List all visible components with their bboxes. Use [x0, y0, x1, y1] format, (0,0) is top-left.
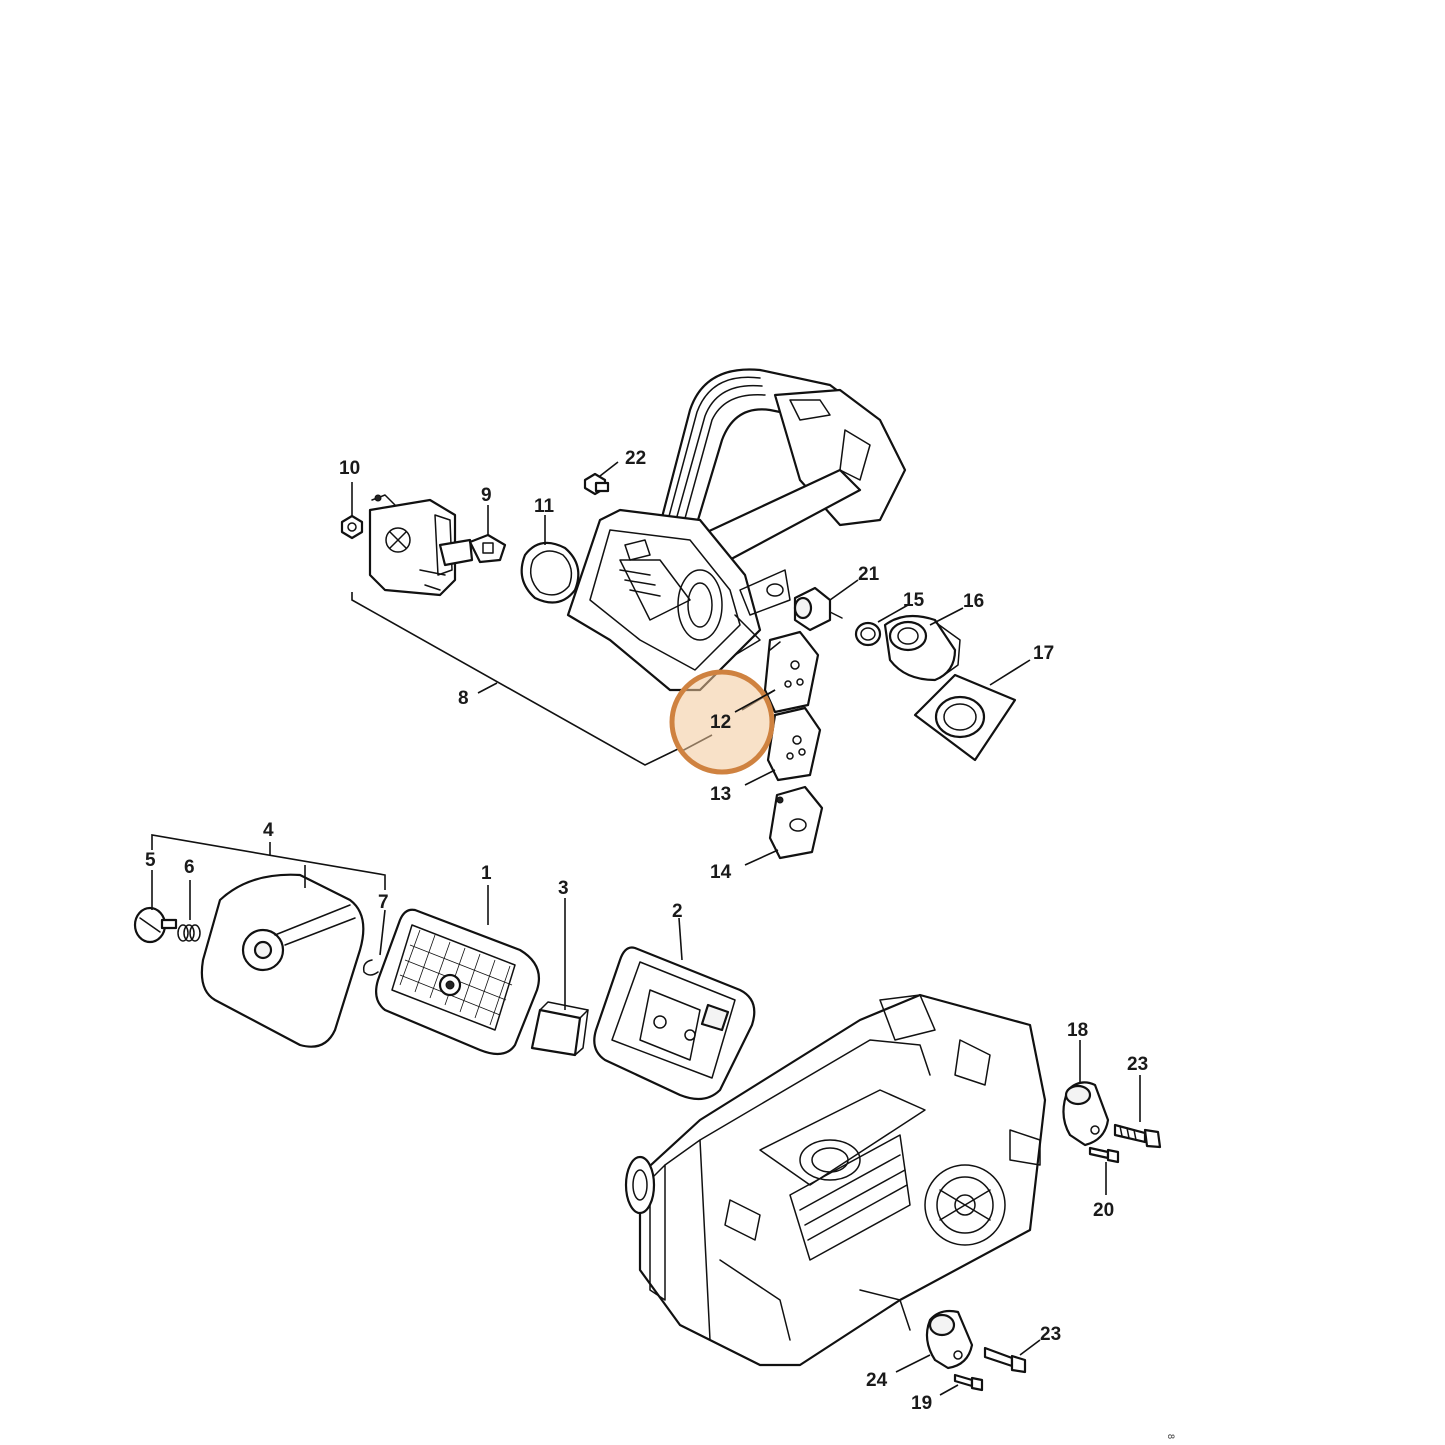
callout-4[interactable]: 4: [263, 820, 274, 841]
screw-23-upper: [1113, 1123, 1162, 1149]
callout-15[interactable]: 15: [903, 590, 925, 611]
callout-2[interactable]: 2: [672, 901, 683, 922]
callout-22[interactable]: 22: [625, 448, 646, 469]
mount-24: [925, 1309, 974, 1370]
callout-18[interactable]: 18: [1067, 1020, 1088, 1041]
filter-base-2: [593, 946, 756, 1101]
screw-22: [583, 472, 610, 496]
callout-12[interactable]: 12: [710, 712, 731, 733]
screw-19: [953, 1373, 984, 1392]
callout-8[interactable]: 8: [458, 688, 469, 709]
plate-13: [766, 706, 822, 782]
callout-13[interactable]: 13: [710, 784, 731, 805]
screw-20: [1088, 1146, 1120, 1164]
callout-11[interactable]: 11: [534, 496, 555, 517]
filter-1: [375, 908, 541, 1056]
flange-17: [913, 673, 1017, 762]
callout-5[interactable]: 5: [145, 850, 156, 871]
callout-14[interactable]: 14: [710, 862, 732, 883]
corner-mark: 8: [1166, 1434, 1176, 1439]
intake-manifold-16: [883, 614, 961, 682]
callout-24[interactable]: 24: [866, 1370, 888, 1391]
plate-12: [763, 630, 820, 714]
callout-6[interactable]: 6: [184, 857, 195, 878]
spacer-21: [793, 586, 843, 632]
callout-1[interactable]: 1: [481, 863, 492, 884]
callout-3[interactable]: 3: [558, 878, 569, 899]
callout-23-upper[interactable]: 23: [1127, 1054, 1148, 1075]
screw-23-lower: [983, 1346, 1027, 1374]
gasket-11: [520, 541, 580, 604]
callout-23-lower[interactable]: 23: [1040, 1324, 1061, 1345]
callout-21[interactable]: 21: [858, 564, 880, 585]
engine-housing: [624, 993, 1047, 1367]
mount-18: [1062, 1081, 1110, 1147]
clip-7: [362, 959, 379, 976]
callout-20[interactable]: 20: [1093, 1200, 1114, 1221]
connector-9: [468, 533, 507, 564]
handle-housing: [566, 368, 907, 692]
nut-10: [340, 514, 364, 540]
callout-labels: 10 9 11 22 8 21 15 16 17 12 13 14 4 5 6 …: [145, 448, 1148, 1414]
callout-19[interactable]: 19: [911, 1393, 932, 1414]
carburetor: [368, 494, 474, 597]
callout-7[interactable]: 7: [378, 892, 389, 913]
highlight-circle-12[interactable]: [669, 669, 775, 775]
callout-9[interactable]: 9: [481, 485, 492, 506]
spring-6: [177, 924, 201, 942]
knob-5: [133, 906, 178, 944]
filter-cover-4: [200, 873, 365, 1048]
foam-3: [530, 1001, 589, 1057]
plate-14: [768, 785, 824, 860]
callout-10[interactable]: 10: [339, 458, 360, 479]
callout-17[interactable]: 17: [1033, 643, 1054, 664]
callout-16[interactable]: 16: [963, 591, 984, 612]
ring-15: [854, 621, 882, 647]
